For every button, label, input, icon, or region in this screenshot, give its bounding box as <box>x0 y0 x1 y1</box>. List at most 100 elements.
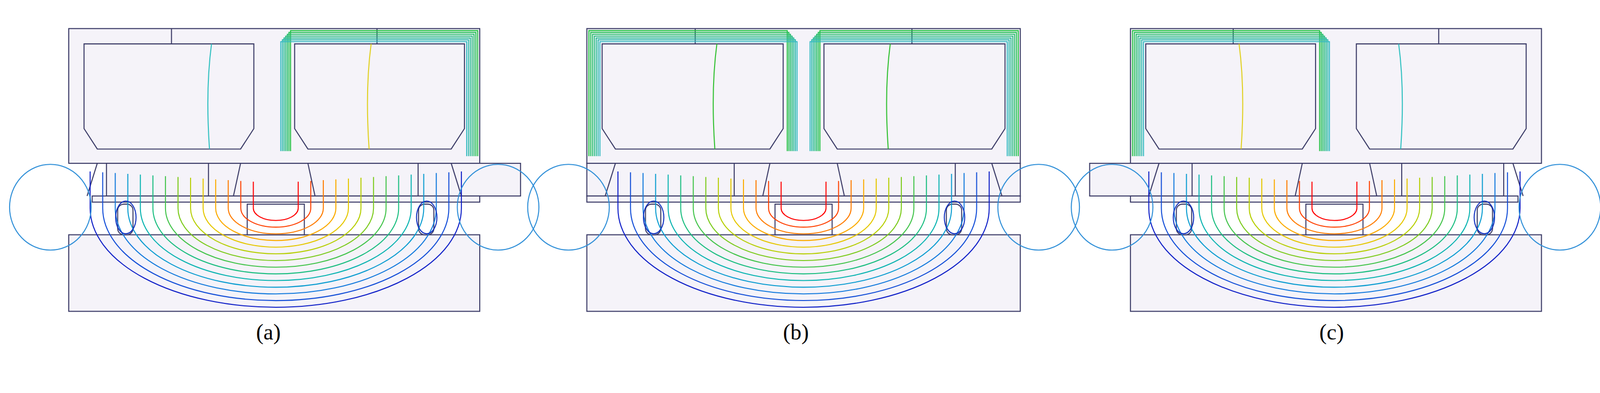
flux-line <box>190 177 361 254</box>
flux-loop <box>527 164 610 250</box>
mover-bar <box>1130 195 1518 203</box>
flux-line <box>743 179 864 241</box>
stator-flux-line <box>1141 39 1329 157</box>
flux-line <box>215 179 336 241</box>
flux-line <box>1398 43 1403 149</box>
flux-line <box>693 176 914 268</box>
core-joint <box>170 28 172 44</box>
flux-loop <box>115 201 136 234</box>
stator-flux-line <box>594 36 793 156</box>
flux-line <box>1299 180 1370 228</box>
panel-label: (c) <box>1319 319 1344 345</box>
stator-flux-line <box>596 38 794 156</box>
flux-line <box>1148 171 1520 308</box>
tooth-edge <box>1369 163 1377 196</box>
coil-window <box>823 43 1005 149</box>
plate-joint <box>1191 163 1193 196</box>
flux-line <box>1161 172 1508 301</box>
panel-label: (b) <box>782 319 809 345</box>
tooth-edge <box>307 163 316 196</box>
flux-line <box>367 43 372 149</box>
flux-line <box>253 181 298 221</box>
stator-flux-line <box>598 39 796 157</box>
flux-line <box>153 175 399 274</box>
coil-window <box>601 43 783 149</box>
flux-line <box>1174 172 1496 294</box>
flux-line <box>886 43 891 149</box>
stator-flux-line <box>819 30 1019 157</box>
flux-line <box>1274 179 1395 241</box>
stator-flux-line <box>282 39 469 157</box>
stator-flux-line <box>285 36 473 156</box>
stator-flux-line <box>588 30 788 157</box>
stator-flux-line <box>811 39 1010 157</box>
flux-line <box>713 43 717 149</box>
flux-line <box>1239 43 1243 149</box>
flux-panel <box>9 28 539 311</box>
stator-flux-line <box>288 32 476 156</box>
stator-flux-line <box>809 41 1008 156</box>
stator-flux-line <box>1143 41 1330 156</box>
base-block <box>1130 234 1542 311</box>
flux-line <box>89 171 461 308</box>
center-slot <box>1305 204 1364 235</box>
plate-joint <box>733 163 735 196</box>
flux-loop <box>1473 201 1495 234</box>
stator-flux-line <box>1134 32 1322 156</box>
flux-line <box>228 179 324 234</box>
tooth-edge <box>1295 163 1303 196</box>
center-slot <box>247 204 305 235</box>
core-joint <box>1438 28 1440 44</box>
flux-line <box>668 174 940 281</box>
plate-joint <box>207 163 209 196</box>
base-block <box>68 234 480 311</box>
coil-window <box>1145 43 1316 149</box>
flux-line <box>617 171 989 308</box>
flux-line <box>768 180 839 228</box>
flux-line <box>1249 177 1420 254</box>
stator-flux-line <box>818 32 1017 156</box>
plate-joint <box>954 163 956 196</box>
flux-line <box>102 172 449 301</box>
stator-flux-line <box>283 38 471 156</box>
flux-loop <box>643 201 664 234</box>
flux-line <box>755 179 852 234</box>
flux-line <box>140 174 412 281</box>
stator-flux-line <box>815 36 1013 156</box>
flux-line <box>240 180 311 228</box>
flux-line <box>780 181 826 221</box>
tooth-edge <box>233 163 241 196</box>
flux-line <box>178 176 374 260</box>
plate-joint <box>417 163 419 196</box>
flux-line <box>1211 175 1458 274</box>
stator-flux-line <box>592 34 791 156</box>
flux-line <box>680 175 927 274</box>
flux-line <box>207 43 212 149</box>
flux-loop <box>1071 164 1153 250</box>
flux-line <box>165 176 386 268</box>
mover-bar <box>92 195 480 203</box>
tooth-plate <box>587 163 1021 196</box>
flux-loop <box>944 201 965 234</box>
stator-core <box>587 28 1021 164</box>
flux-line <box>1261 178 1408 247</box>
flux-panel <box>1071 28 1600 311</box>
flux-line <box>128 173 424 287</box>
stator-flux-line <box>290 30 478 157</box>
flux-line <box>1311 181 1357 221</box>
flux-loop <box>998 164 1080 250</box>
flux-loop <box>9 164 92 250</box>
stator-flux-line <box>600 41 798 156</box>
flux-line <box>718 177 889 254</box>
flux-loop <box>457 164 539 250</box>
stator-flux-line <box>1139 38 1327 156</box>
flux-line <box>115 172 437 294</box>
stator-flux-line <box>590 32 790 156</box>
base-block <box>587 234 1021 311</box>
flux-loop <box>1519 164 1600 250</box>
stator-flux-line <box>1136 34 1323 156</box>
stator-flux-line <box>287 34 474 156</box>
stator-core <box>1130 28 1542 164</box>
flux-line <box>642 172 964 294</box>
plate-joint <box>1401 163 1403 196</box>
